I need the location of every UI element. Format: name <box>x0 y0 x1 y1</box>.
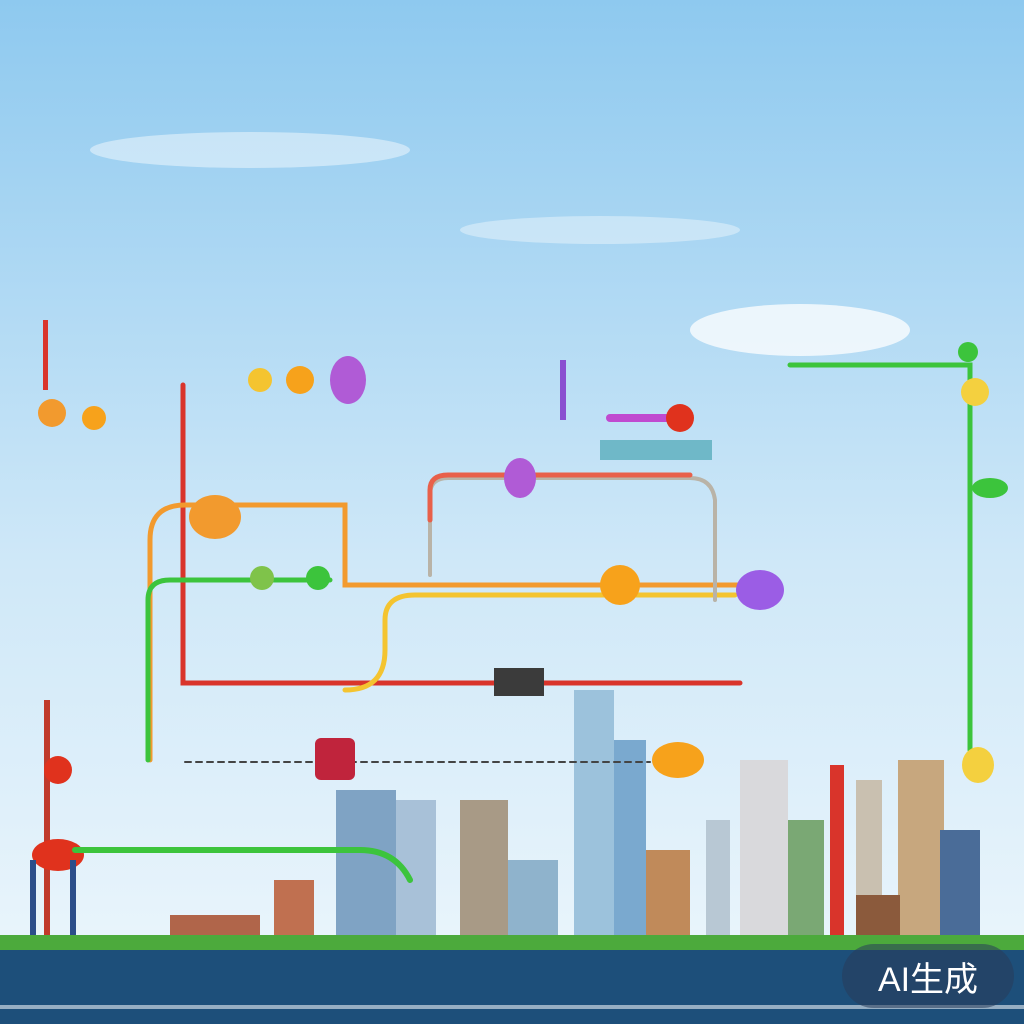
station-node-crimson <box>315 738 355 780</box>
station-node-green-3 <box>972 478 1008 498</box>
station-node-orange-4 <box>189 495 241 539</box>
red-line <box>180 382 743 686</box>
station-node-amber <box>652 742 704 778</box>
station-block-dark <box>494 668 544 696</box>
station-node-yellow-3 <box>961 378 989 406</box>
station-node-purple <box>330 356 366 404</box>
station-node-purple-2 <box>504 458 536 498</box>
yellow-line <box>342 592 738 693</box>
station-node-orange-3 <box>286 366 314 394</box>
station-node-red <box>666 404 694 432</box>
station-node-green <box>250 566 274 590</box>
red-line-2 <box>427 472 693 523</box>
green-line <box>145 577 333 763</box>
station-block-teal <box>600 440 712 460</box>
station-node-orange-2 <box>82 406 106 430</box>
ai-generated-badge: AI生成 <box>842 944 1014 1008</box>
greenery-strip <box>0 935 1024 951</box>
transit-lines <box>72 362 973 883</box>
station-node-orange <box>38 399 66 427</box>
station-node-green-4 <box>958 342 978 362</box>
green-ground-line <box>72 847 413 883</box>
station-nodes <box>38 320 1008 783</box>
vertical-marker-red <box>43 320 48 390</box>
tv-tower <box>30 700 84 940</box>
station-node-violet <box>736 570 784 610</box>
station-node-green-2 <box>306 566 330 590</box>
station-node-yellow-2 <box>962 747 994 783</box>
station-node-yellow <box>248 368 272 392</box>
green-line-right <box>787 362 973 753</box>
station-node-orange-5 <box>600 565 640 605</box>
city-skyline <box>170 690 980 940</box>
vertical-marker-purple <box>560 360 566 420</box>
clouds <box>90 132 910 356</box>
orange-line <box>147 502 743 763</box>
